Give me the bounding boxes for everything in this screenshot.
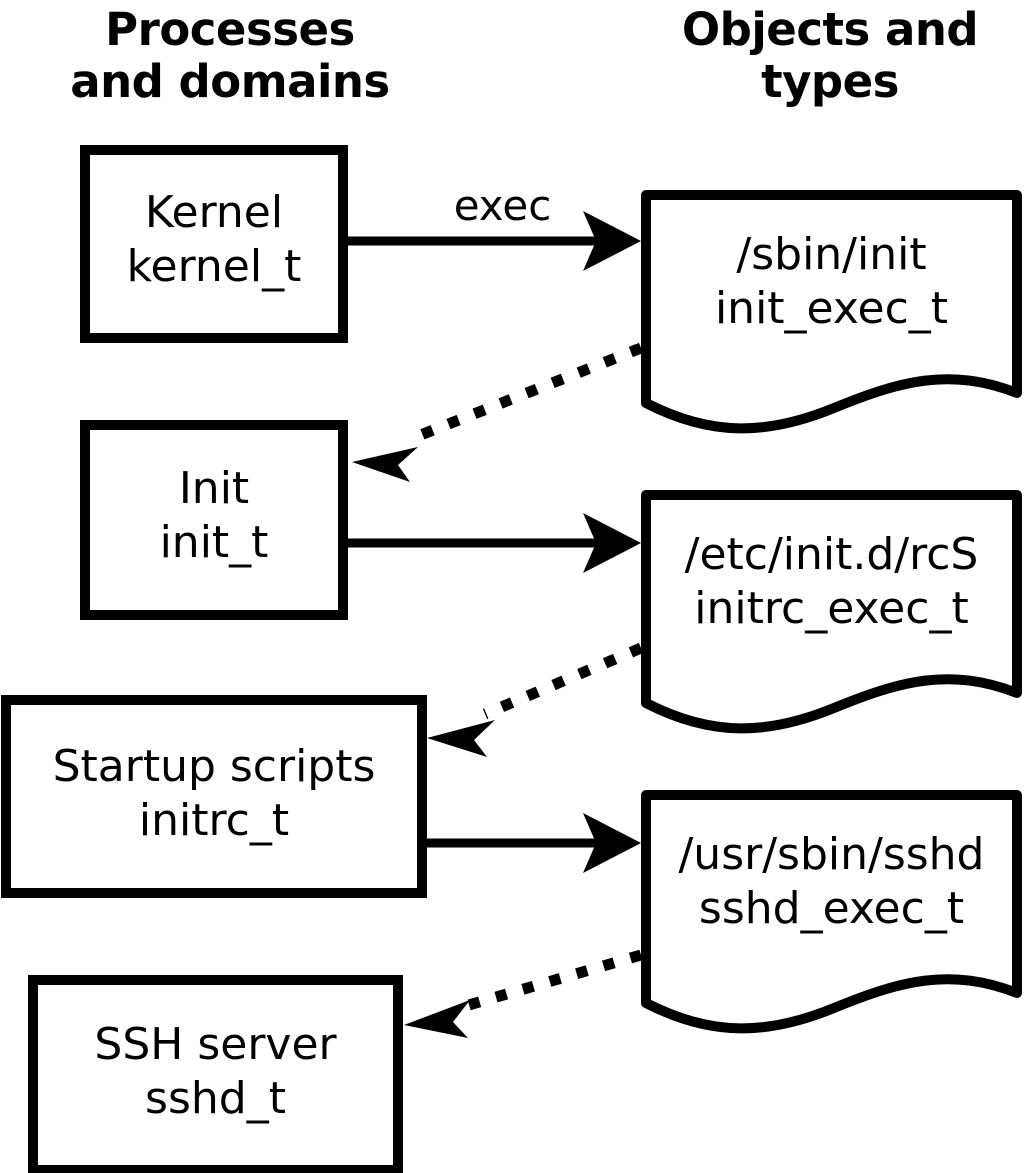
node-sshd-shape[interactable] bbox=[28, 975, 403, 1173]
node-init-exec-shape[interactable] bbox=[641, 190, 1022, 434]
node-initrc-exec-shape[interactable] bbox=[641, 490, 1022, 734]
node-kernel-shape[interactable] bbox=[80, 145, 348, 343]
column-header-processes: Processes and domains bbox=[70, 3, 390, 108]
edge-init-exec-to-init bbox=[352, 342, 644, 482]
edge-initrc-exec-to-initrc bbox=[427, 642, 644, 757]
node-initrc-shape[interactable] bbox=[1, 695, 427, 898]
node-init-shape[interactable] bbox=[80, 420, 348, 620]
edge-sshd-exec-to-sshd bbox=[404, 949, 643, 1038]
edge-init-to-initrc-exec bbox=[348, 513, 641, 573]
column-header-objects: Objects and types bbox=[681, 3, 979, 108]
edge-initrc-to-sshd-exec bbox=[427, 813, 641, 873]
edge-label-exec: exec bbox=[453, 181, 552, 230]
node-sshd-exec-shape[interactable] bbox=[641, 790, 1022, 1034]
edge-kernel-to-init-exec bbox=[348, 211, 641, 271]
